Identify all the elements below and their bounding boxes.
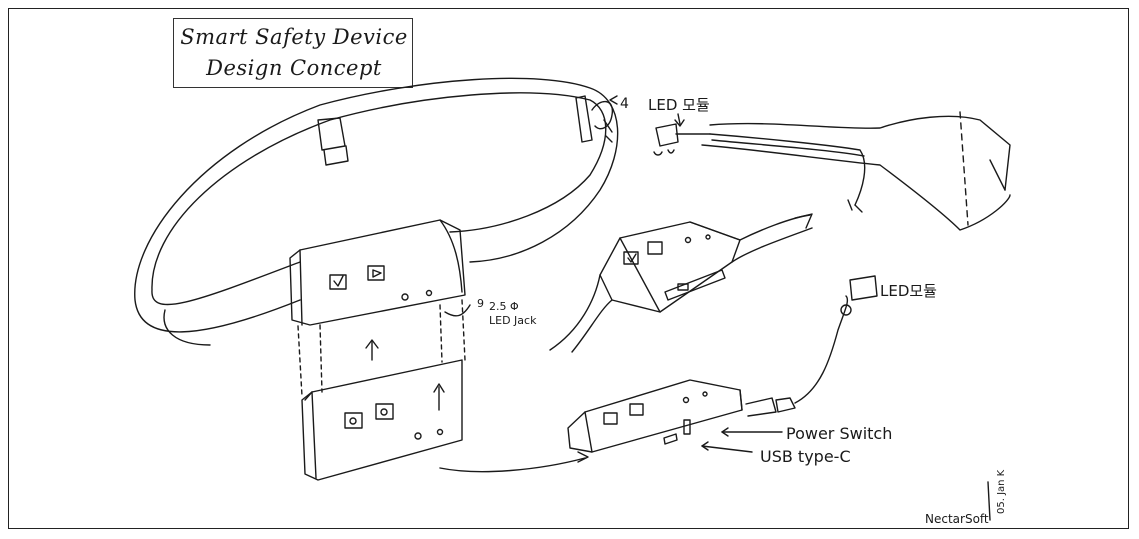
title-line-1: Smart Safety Device: [180, 25, 408, 49]
power-switch-label: Power Switch: [786, 424, 893, 443]
jack-number: 9: [477, 297, 484, 310]
belt-pouch: [289, 219, 466, 326]
projection-lines: [297, 299, 466, 397]
standalone-device: [567, 275, 878, 453]
device-box: [301, 359, 463, 481]
title-box: Smart Safety Device Design Concept: [173, 18, 413, 88]
jack-name: LED Jack: [489, 314, 537, 327]
up-arrow: [365, 339, 379, 361]
led-right-label: LED모듈: [880, 282, 937, 300]
date-note: 05. Jan K: [996, 469, 1007, 514]
led-top-label: LED 모듈: [648, 96, 710, 114]
usb-label: USB type-C: [760, 447, 851, 466]
sleeve-arm: [653, 111, 1011, 231]
title-line-2: Design Concept: [206, 56, 382, 80]
signature: NectarSoft: [925, 512, 989, 526]
belt-strap: [134, 77, 619, 346]
sketch-frame: [8, 8, 1129, 529]
curved-arrow: [439, 457, 586, 473]
jack-size: 2.5 Φ: [489, 300, 519, 313]
strap-device: [549, 213, 813, 353]
led-top-number: 4: [620, 96, 629, 112]
